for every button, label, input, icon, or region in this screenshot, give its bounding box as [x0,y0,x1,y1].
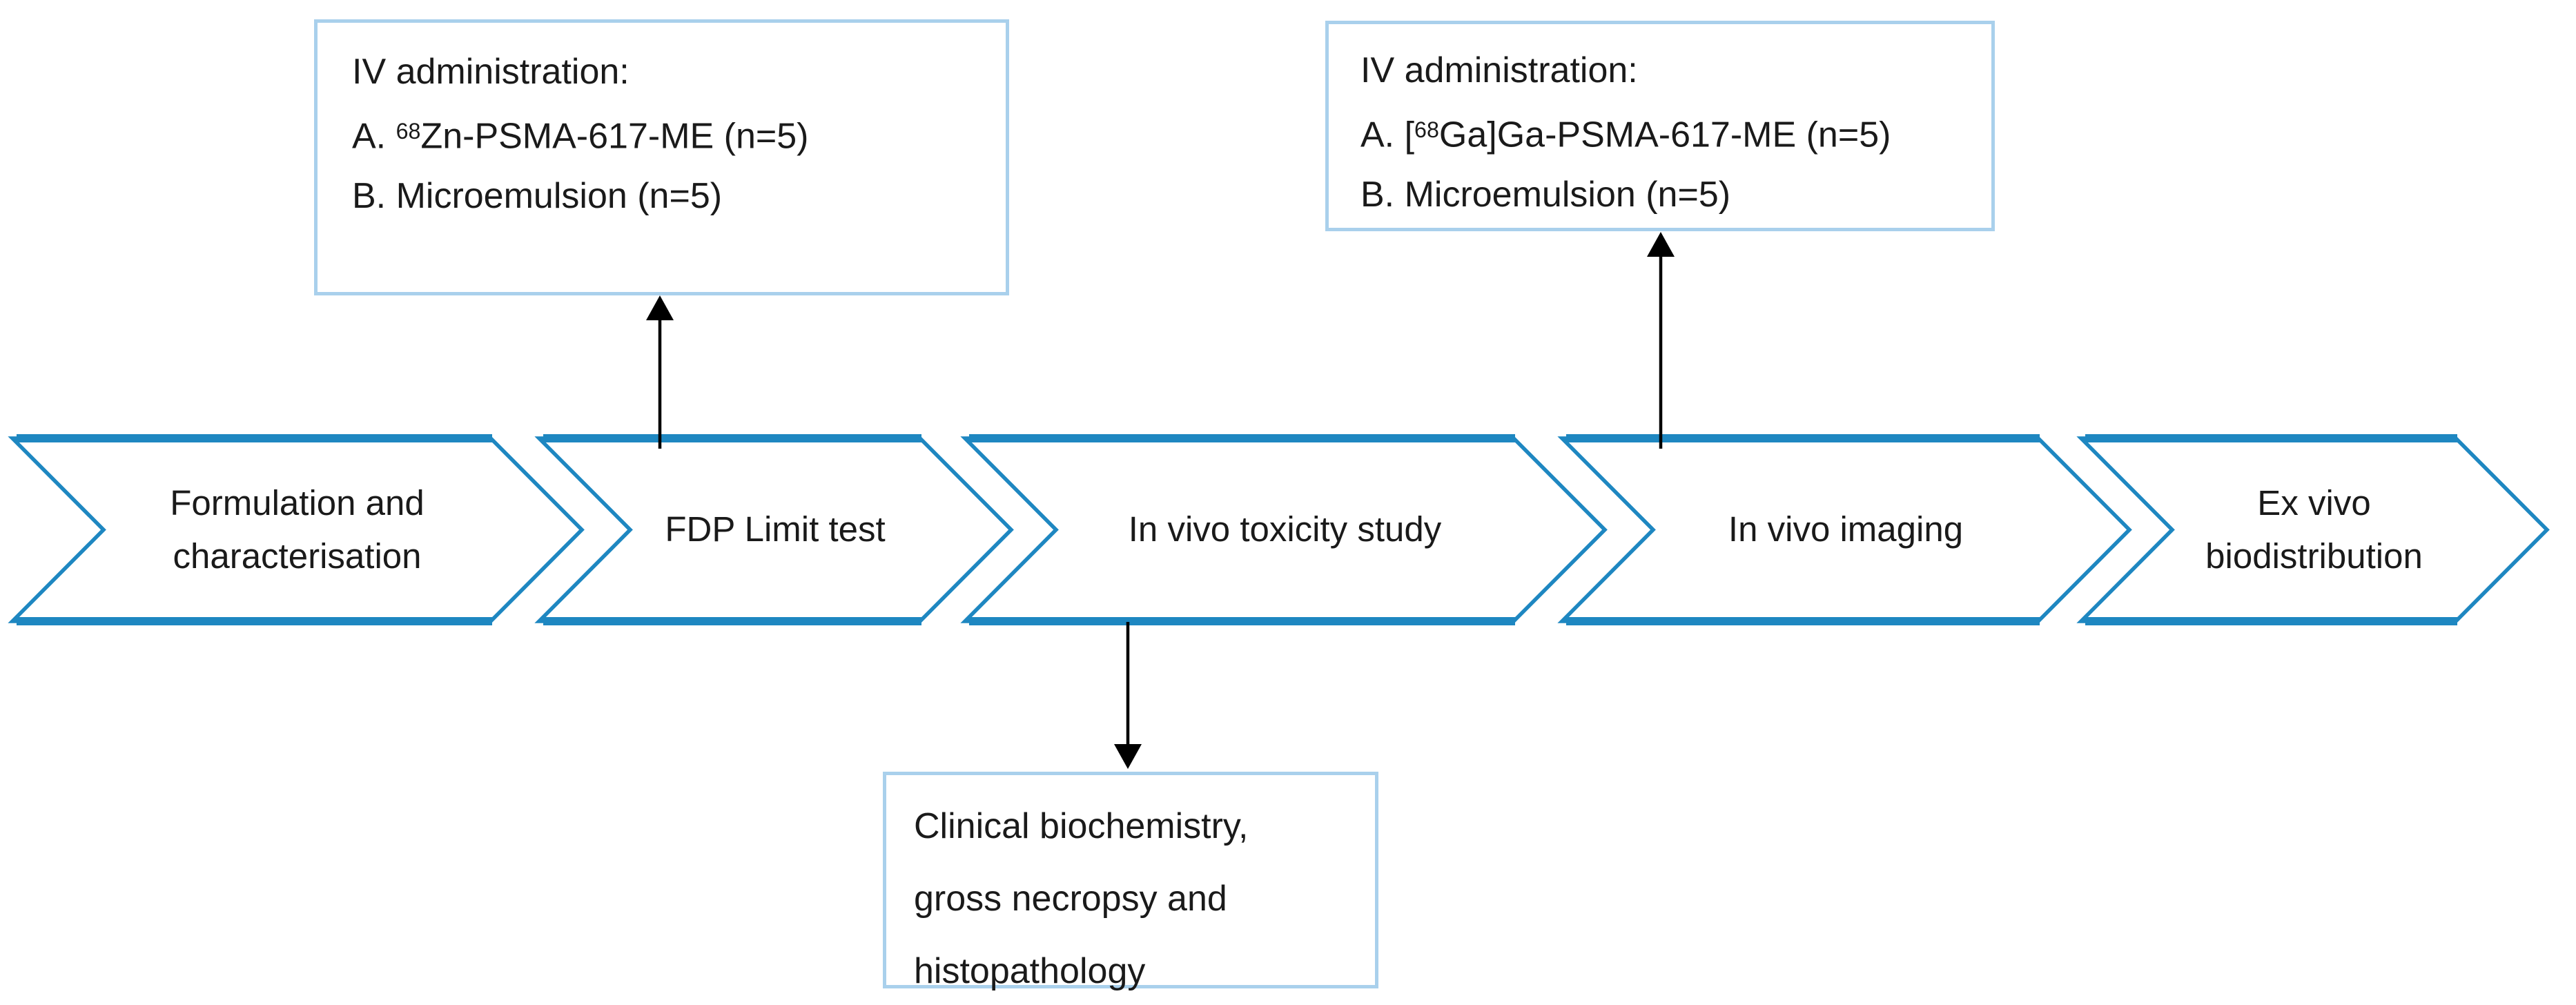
group-a-compound: Ga]Ga-PSMA-617-ME (n=5) [1438,115,1891,155]
group-a-prefix: A. [ [1360,115,1415,155]
callout-line-title: IV administration: [1360,50,1638,90]
arrowhead-down-icon [1114,744,1142,769]
callout-line-title: IV administration: [352,52,630,92]
group-a-compound: Zn-PSMA-617-ME (n=5) [420,116,809,157]
arrowhead-up-icon [646,295,674,320]
arrowhead-up-icon [1647,232,1675,257]
chevron-label-formulation: Formulation and characterisation [170,483,425,576]
callout-line-3: histopathology [914,951,1146,991]
callout-iv-administration-imaging: IV administration: A. [68Ga]Ga-PSMA-617-… [1325,21,1995,231]
arrow-up-to-fdp-callout [646,295,674,449]
chevron-label-fdp-limit-test: FDP Limit test [665,509,886,549]
callout-line-2: gross necropsy and [914,879,1227,919]
callout-iv-administration-fdp: IV administration: A. 68Zn-PSMA-617-ME (… [314,19,1009,295]
isotope-mass-superscript: 68 [396,119,421,144]
callout-toxicity-outcomes: Clinical biochemistry, gross necropsy an… [883,772,1378,991]
chevron-label-in-vivo-imaging: In vivo imaging [1728,509,1964,549]
callout-line-group-b: B. Microemulsion (n=5) [1360,174,1731,215]
callout-line-group-a: A. [68Ga]Ga-PSMA-617-ME (n=5) [1360,100,1978,165]
isotope-mass-superscript: 68 [1414,117,1439,142]
chevron-label-ex-vivo-biodistribution: Ex vivo biodistribution [2205,483,2423,576]
callout-line-group-b: B. Microemulsion (n=5) [352,175,723,216]
callout-line-group-a: A. 68Zn-PSMA-617-ME (n=5) [352,101,992,166]
group-a-prefix: A. [352,116,396,157]
arrow-up-to-imaging-callout [1647,232,1675,449]
callout-line-1: Clinical biochemistry, [914,806,1249,846]
arrow-down-to-toxicity-callout [1114,622,1142,769]
chevron-edge-accents [17,434,2457,625]
chevron-label-toxicity-study: In vivo toxicity study [1128,509,1442,549]
